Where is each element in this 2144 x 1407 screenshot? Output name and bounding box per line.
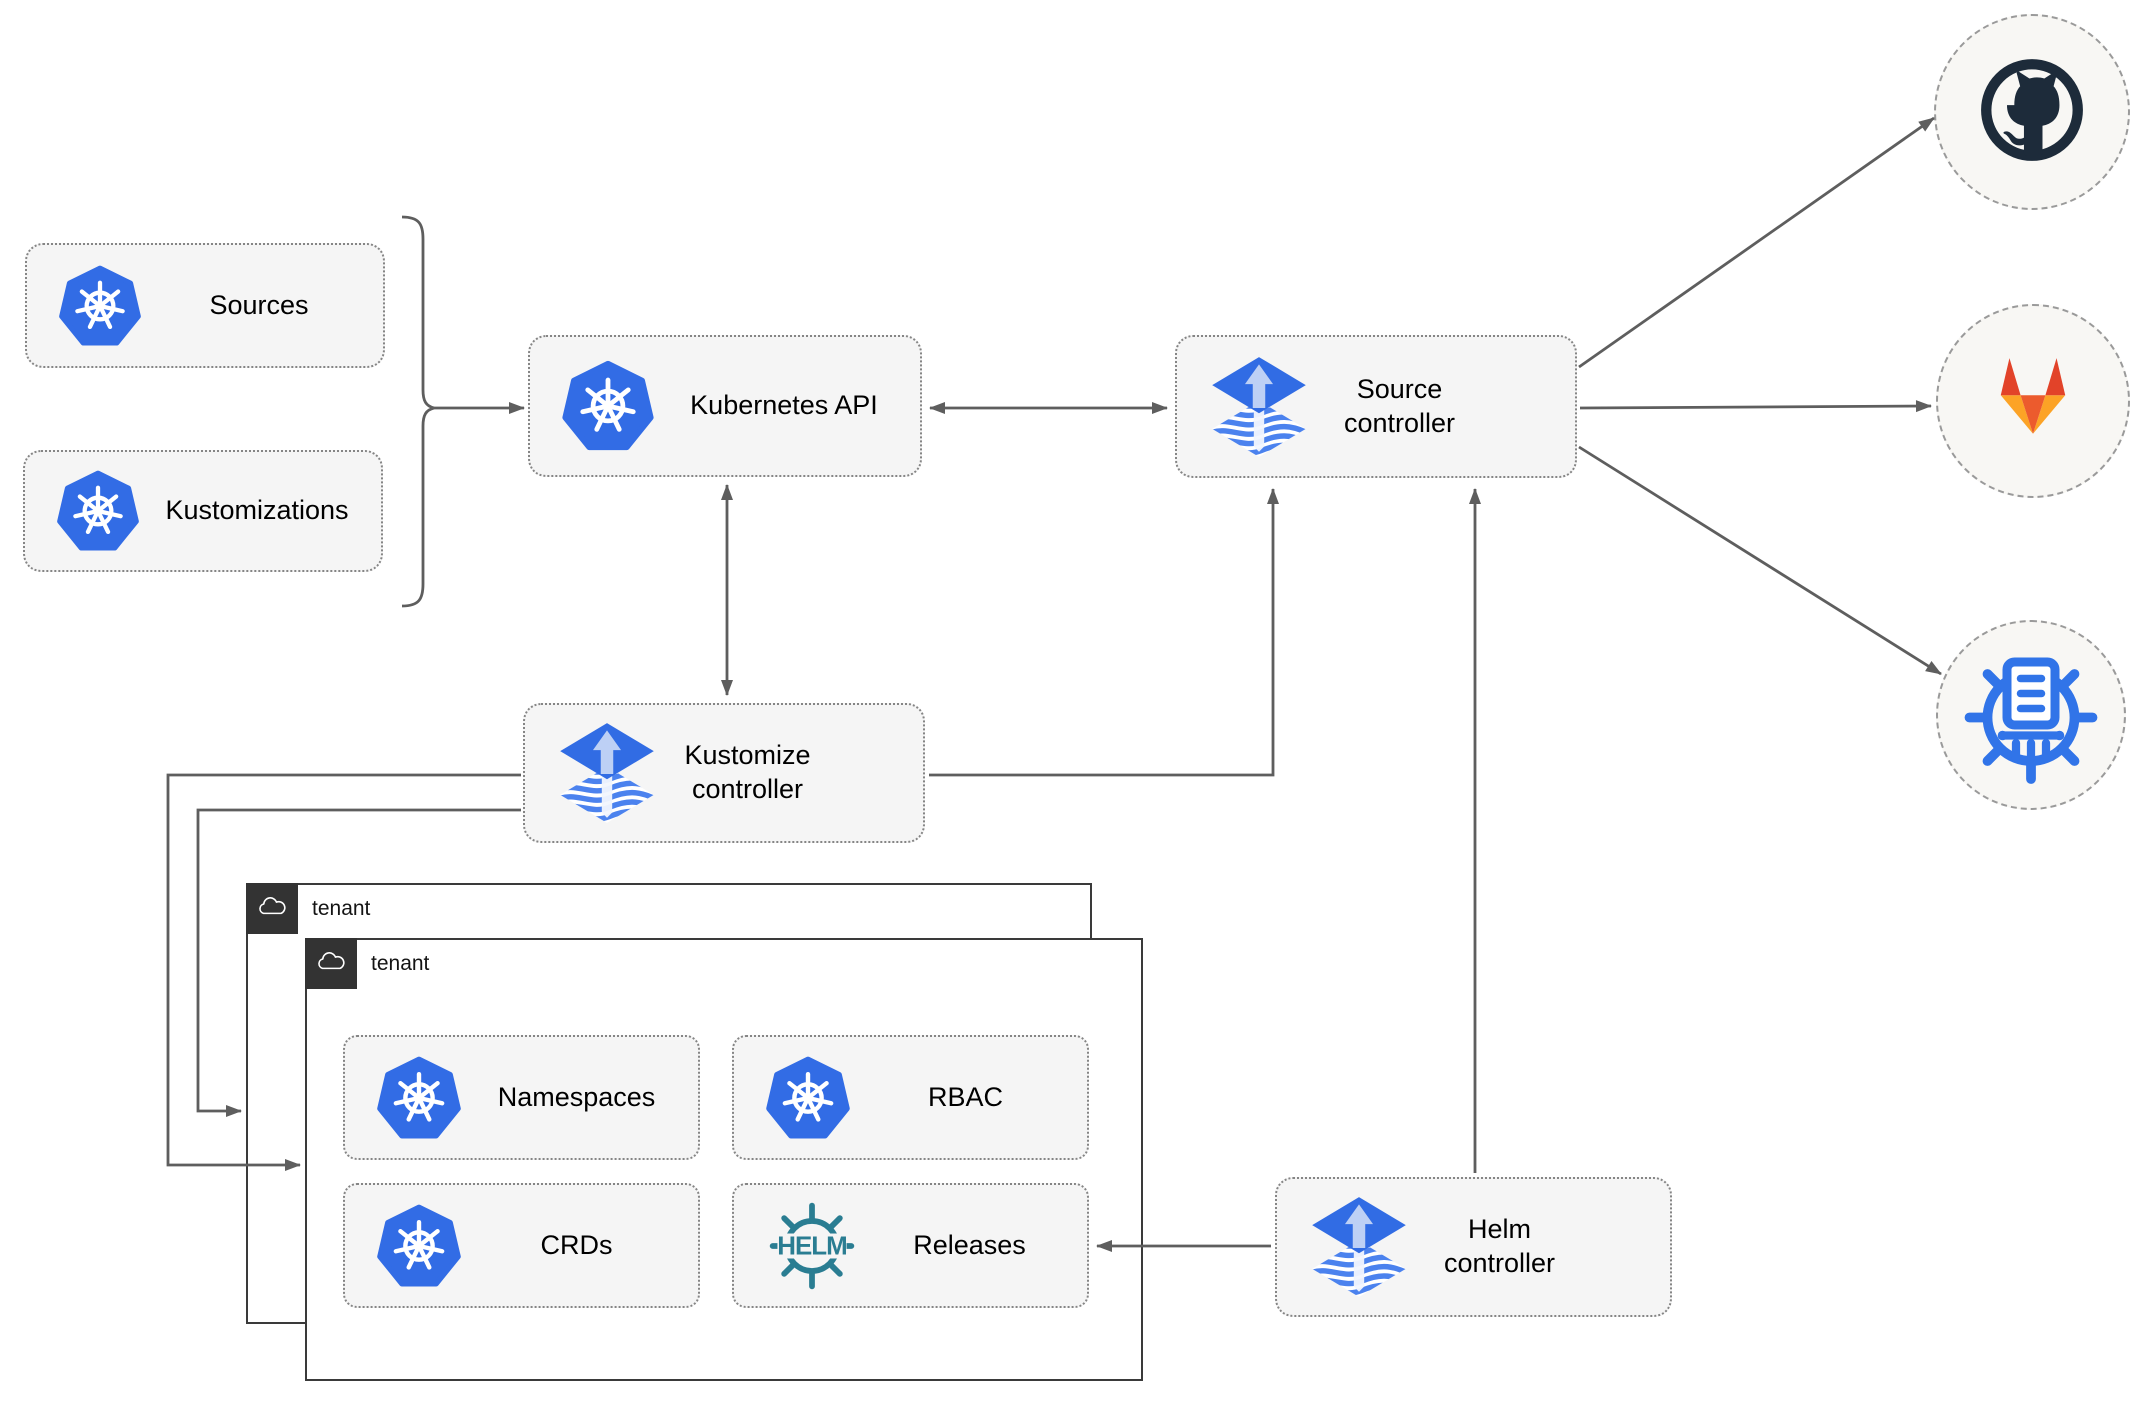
node-label: Sources [209, 289, 309, 320]
node-kubernetes-api: Kubernetes API [528, 335, 922, 477]
tenant-tab [304, 937, 357, 989]
node-label: Helm controller [1443, 1214, 1556, 1278]
helm-repository-icon [1956, 638, 2106, 793]
kubernetes-icon [375, 1054, 463, 1142]
tenant-group-label: tenant [371, 952, 430, 975]
node-label: CRDs [540, 1229, 613, 1260]
tenant-tab [245, 882, 298, 934]
gitlab-icon [1971, 337, 2095, 466]
flux-icon [555, 718, 659, 828]
helm-icon: HELM [764, 1196, 860, 1296]
node-releases: HELM Releases [732, 1183, 1089, 1308]
node-label: Source controller [1343, 373, 1456, 438]
edge-source-to-gitlab [1579, 400, 1932, 413]
node-label: Namespaces [497, 1081, 656, 1112]
edge-kustomize-to-source [929, 488, 1279, 777]
node-kustomize-controller: Kustomize controller [523, 703, 925, 843]
kubernetes-icon [55, 468, 141, 554]
kubernetes-icon [560, 358, 656, 454]
node-kustomizations: Kustomizations [23, 450, 383, 572]
node-namespaces: Namespaces [343, 1035, 700, 1160]
github-icon [1971, 49, 2093, 176]
github-endpoint [1934, 14, 2130, 210]
node-rbac: RBAC [732, 1035, 1089, 1160]
tenant-group-label: tenant [312, 897, 371, 920]
node-sources: Sources [25, 243, 385, 368]
edge-source-to-helm-repository [1578, 445, 1942, 676]
cloud-icon [314, 949, 348, 978]
node-label: Releases [913, 1229, 1026, 1260]
node-label: RBAC [927, 1081, 1003, 1112]
node-label: Kustomize controller [684, 740, 811, 804]
node-label: Kubernetes API [690, 390, 878, 421]
node-label: Kustomizations [165, 495, 349, 526]
flux-icon [1307, 1192, 1411, 1302]
node-source-controller: Source controller [1175, 335, 1577, 478]
helm-repository-endpoint [1936, 620, 2126, 810]
kubernetes-icon [57, 263, 143, 349]
flux-icon [1207, 352, 1311, 462]
edge-source-to-github [1578, 116, 1935, 369]
gitlab-endpoint [1936, 304, 2130, 498]
node-helm-controller: Helm controller [1275, 1177, 1672, 1317]
kubernetes-icon [375, 1202, 463, 1290]
brace-sources-kustomizations [401, 215, 435, 608]
kubernetes-icon [764, 1054, 852, 1142]
svg-text:HELM: HELM [777, 1232, 847, 1260]
cloud-icon [255, 894, 289, 923]
node-crds: CRDs [343, 1183, 700, 1308]
